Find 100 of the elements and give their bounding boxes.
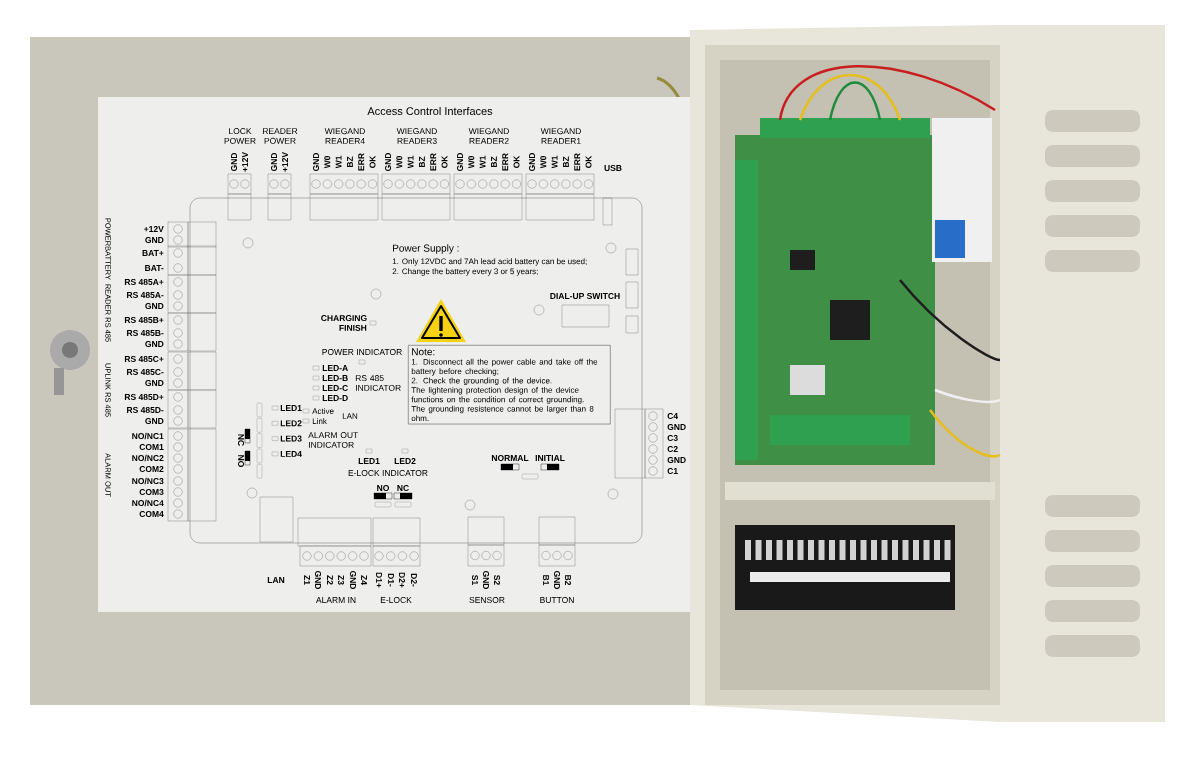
pin-label: W0	[396, 155, 403, 169]
pin-label: LED1	[280, 405, 302, 411]
pin-label: W1	[551, 155, 558, 169]
pin-label: GND	[145, 380, 164, 386]
pin-label: +12V	[242, 152, 248, 172]
pin-label: GND	[483, 570, 489, 590]
indicator-label: ALARM OUT INDICATOR	[308, 432, 359, 448]
pin-label: RS 485D-	[127, 407, 164, 413]
pin-label: OK	[369, 155, 376, 168]
pin-label: GND	[529, 152, 535, 172]
pin-label: ERR	[502, 153, 509, 171]
port-label: LAN	[267, 577, 285, 583]
pin-label: C1	[667, 468, 678, 474]
pin-label: +12V	[282, 152, 288, 172]
pin-label: C3	[667, 435, 678, 441]
pin-label: GND	[231, 152, 237, 172]
switch-label: INITIAL	[535, 455, 565, 461]
pin-label: LED4	[280, 450, 302, 457]
pin-label: D2-	[411, 573, 417, 587]
switch-label: NORMAL	[491, 455, 529, 461]
pin-label: GND	[145, 341, 164, 347]
pin-label: RS 485C-	[127, 369, 164, 375]
pin-label: COM2	[139, 466, 164, 472]
indicator-label: E-LOCK INDICATOR	[348, 470, 428, 476]
pin-label: C4	[667, 413, 679, 419]
group-label: BUTTON	[540, 597, 574, 603]
pin-label: Z4	[361, 575, 367, 585]
pin-label: GND	[315, 570, 321, 590]
pin-label: +12V	[144, 226, 164, 232]
pin-label: D1+	[376, 572, 382, 588]
pin-label: BZ	[347, 156, 353, 168]
pin-label: RS 485D+	[124, 394, 164, 400]
pin-label: LED-B	[322, 375, 348, 381]
pin-label: COM3	[139, 489, 164, 495]
pin-label: LAN	[342, 413, 358, 419]
pin-label: NO/NC2	[132, 454, 164, 462]
pin-label: LED-A	[322, 365, 348, 371]
pin-label: NC	[238, 434, 244, 446]
pin-label: GND	[350, 570, 356, 590]
pin-label: C2	[667, 446, 678, 452]
port-label: USB	[604, 165, 622, 171]
pin-label: Active	[312, 408, 334, 414]
pin-label: S2	[494, 575, 500, 585]
pin-label: RS 485B-	[127, 330, 164, 336]
pin-label: BAT+	[142, 250, 164, 256]
pin-label: GND	[145, 303, 164, 309]
terminal-heading: LOCK POWER	[224, 128, 256, 144]
pin-label: ERR	[574, 153, 581, 171]
group-label: SENSOR	[469, 597, 505, 603]
terminal-heading: WIEGAND READER1	[540, 128, 581, 144]
note-text: 2. Change the battery every 3 or 5 years;	[392, 268, 538, 276]
pin-label: NO/NC4	[132, 499, 164, 507]
pin-label: GND	[385, 152, 391, 172]
note-text: 1. Only 12VDC and 7Ah lead acid battery can be used;	[392, 258, 587, 266]
terminal-heading: WIEGAND READER2	[468, 128, 509, 144]
terminal-heading: WIEGAND READER3	[396, 128, 437, 144]
pin-label: GND	[457, 152, 463, 172]
pin-label: BZ	[419, 156, 425, 168]
pin-label: NO	[238, 455, 244, 467]
pin-label: RS 485A-	[127, 292, 164, 298]
pin-label: LED1	[358, 458, 380, 464]
pin-label: W0	[324, 155, 331, 169]
group-label: ALARM IN	[315, 597, 356, 603]
pin-label: NO	[377, 485, 390, 491]
pin-label: COM1	[139, 444, 164, 450]
pin-label: LED-C	[322, 385, 348, 391]
pin-label: RS 485A+	[124, 279, 164, 285]
pin-label: NO/NC3	[132, 477, 164, 485]
pin-label: GND	[145, 418, 164, 424]
pin-label: W1	[479, 155, 486, 169]
pin-label: ERR	[430, 153, 437, 171]
pin-label: OK	[441, 155, 448, 168]
pin-label: ERR	[358, 153, 365, 171]
pin-label: B1	[543, 575, 549, 586]
pin-label: Link	[312, 418, 327, 424]
pin-label: LED2	[280, 420, 302, 427]
pin-label: COM4	[139, 511, 164, 517]
pin-label: Z1	[304, 575, 310, 585]
pin-label: W0	[540, 155, 547, 169]
pin-label: RS 485B+	[124, 317, 164, 323]
pin-label: LED3	[280, 435, 302, 442]
pin-label: OK	[585, 155, 592, 168]
pin-label: BZ	[563, 156, 569, 168]
pin-label: Z2	[327, 575, 333, 585]
pin-label: D1-	[388, 573, 394, 587]
terminal-heading: WIEGAND READER4	[324, 128, 365, 144]
heading: Power Supply :	[393, 244, 459, 254]
pin-label: B2	[565, 575, 571, 586]
pin-label: BAT-	[145, 265, 164, 271]
pin-label: Z3	[338, 575, 344, 585]
pin-label: NO/NC1	[132, 432, 164, 440]
pin-label: GND	[667, 457, 686, 463]
pin-label: S1	[472, 575, 478, 585]
pin-label: NC	[397, 485, 409, 491]
pin-label: D2+	[399, 572, 405, 588]
pin-label: GND	[271, 152, 277, 172]
pin-label: OK	[513, 155, 520, 168]
pin-label: GND	[667, 424, 686, 430]
switch-label: DIAL-UP SWITCH	[550, 293, 620, 299]
pin-label: GND	[145, 237, 164, 243]
